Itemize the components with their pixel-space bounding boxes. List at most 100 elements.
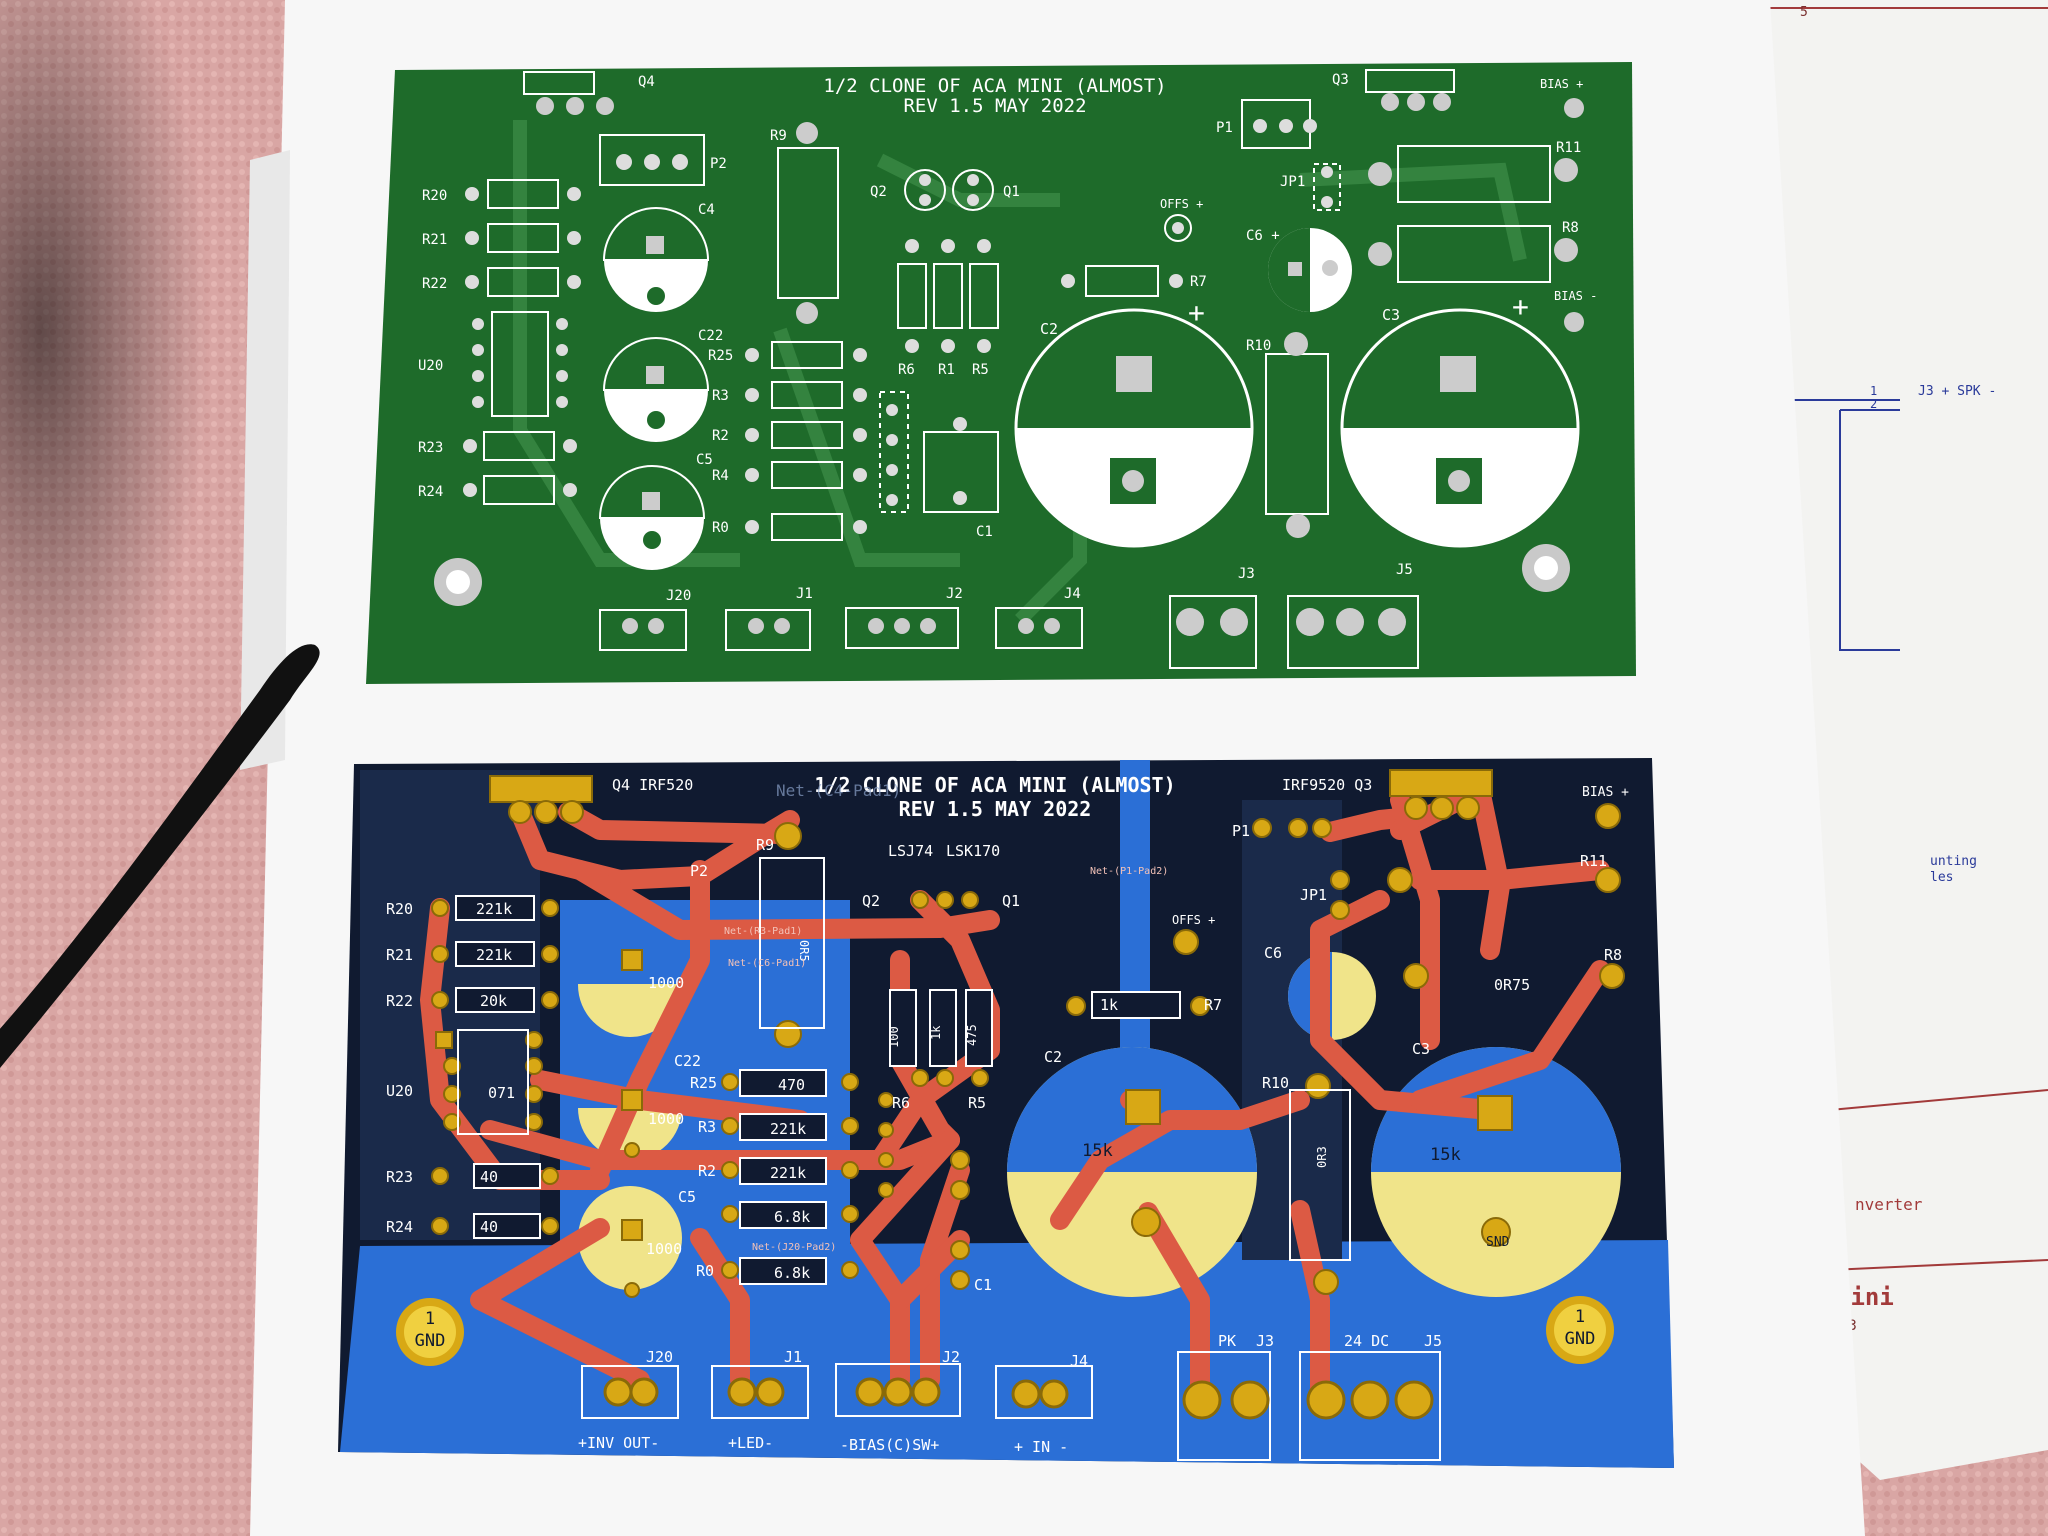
jp1-label: JP1 — [1300, 886, 1327, 904]
c22-label: C22 — [674, 1052, 701, 1070]
c5-label: C5 — [696, 452, 713, 468]
c3-value: 15k — [1430, 1145, 1461, 1165]
u20-label: U20 — [418, 358, 443, 374]
bottom-board-revision: REV 1.5 MAY 2022 — [899, 797, 1092, 821]
r1-label: R1 — [938, 362, 955, 378]
jp1-label: JP1 — [1280, 174, 1305, 190]
j5-label: J5 — [1396, 562, 1413, 578]
r10-label: R10 — [1262, 1074, 1289, 1092]
p2-label: P2 — [710, 156, 727, 172]
j1-label: J1 — [796, 586, 813, 602]
c6-label: C6 — [1264, 944, 1282, 962]
q1-part-label: LSK170 — [946, 842, 1000, 860]
q2-label: Q2 — [862, 892, 880, 910]
r3-label: R3 — [712, 388, 729, 404]
r23-value: 40 — [480, 1168, 498, 1186]
dc-label: 24 DC — [1344, 1332, 1389, 1350]
pin-2-label: 2 — [1870, 397, 1877, 411]
r20-label: R20 — [422, 188, 447, 204]
j20-label: J20 — [666, 588, 691, 604]
c22-value: 1000 — [648, 1110, 684, 1128]
j2-label: J2 — [946, 586, 963, 602]
c5-label: C5 — [678, 1188, 696, 1206]
led-label: +LED- — [728, 1434, 773, 1452]
j3-label: J3 — [1238, 566, 1255, 582]
q2-part-label: LSJ74 — [888, 842, 933, 860]
pin-1-label: 1 — [1870, 384, 1877, 398]
q2-label: Q2 — [870, 184, 887, 200]
j4-label: J4 — [1070, 1352, 1088, 1370]
r6-value: 100 — [887, 1026, 901, 1048]
c3-label: C3 — [1382, 306, 1400, 324]
inv-out-label: +INV OUT- — [578, 1434, 659, 1452]
svg-text:+: + — [1512, 290, 1529, 323]
r9-label: R9 — [770, 128, 787, 144]
p1-label: P1 — [1232, 822, 1250, 840]
c2-value: 15k — [1082, 1141, 1113, 1161]
r2-label: R2 — [712, 428, 729, 444]
ghost-net-label: Net-(C4-Pad1) — [776, 781, 901, 800]
stylus-cable — [0, 644, 320, 1068]
r22-label: R22 — [422, 276, 447, 292]
u20-value: 071 — [488, 1084, 515, 1102]
sheet-index-number: 5 — [1800, 5, 1808, 20]
bias-plus-label: BIAS + — [1582, 785, 1629, 800]
r7-label: R7 — [1204, 996, 1222, 1014]
gnd-left-number: 1 — [425, 1309, 435, 1329]
net-label: Net-(J20-Pad2) — [752, 1242, 836, 1253]
r0-label: R0 — [696, 1262, 714, 1280]
r1-value: 1k — [929, 1025, 943, 1040]
c4-label: C4 — [698, 202, 715, 218]
spk-label: PK — [1218, 1332, 1236, 1350]
svg-text:+: + — [1188, 296, 1205, 329]
r22-label: R22 — [386, 992, 413, 1010]
r21-value: 221k — [476, 946, 512, 964]
sheet-text-fragment: unting — [1930, 854, 1977, 869]
r6-label: R6 — [898, 362, 915, 378]
gnd-left-label: GND — [415, 1331, 446, 1351]
snd-label: SND — [1486, 1235, 1510, 1250]
top-board-revision: REV 1.5 MAY 2022 — [903, 95, 1086, 117]
c6-label: C6 + — [1246, 228, 1280, 244]
j5-label: J5 — [1424, 1332, 1442, 1350]
r4-value: 6.8k — [774, 1208, 810, 1226]
r25-label: R25 — [708, 348, 733, 364]
j3-label: J3 — [1256, 1332, 1274, 1350]
r10-value: 0R3 — [1315, 1146, 1329, 1168]
r2-label: R2 — [698, 1162, 716, 1180]
q3-label: Q3 — [1332, 72, 1349, 88]
r5-label: R5 — [972, 362, 989, 378]
r7-label: R7 — [1190, 274, 1207, 290]
r5-label: R5 — [968, 1094, 986, 1112]
sheet-text-fragment: les — [1930, 870, 1953, 885]
r21-label: R21 — [386, 946, 413, 964]
r8-label: R8 — [1604, 946, 1622, 964]
c22-label: C22 — [698, 328, 723, 344]
r23-label: R23 — [418, 440, 443, 456]
r5-value: 475 — [965, 1024, 979, 1046]
r8-value: 0R75 — [1494, 976, 1530, 994]
gnd-right-label: GND — [1565, 1329, 1596, 1349]
r24-label: R24 — [418, 484, 443, 500]
j4-label: J4 — [1064, 586, 1081, 602]
q4-label: Q4 — [638, 74, 655, 90]
offs-label: OFFS + — [1160, 197, 1203, 211]
top-pcb-render: 1/2 CLONE OF ACA MINI (ALMOST) REV 1.5 M… — [366, 62, 1636, 684]
r11-label: R11 — [1580, 852, 1607, 870]
c1-label: C1 — [974, 1276, 992, 1294]
c1-label: C1 — [976, 524, 993, 540]
r9-label: R9 — [756, 836, 774, 854]
r7-value: 1k — [1100, 996, 1118, 1014]
r22-value: 20k — [480, 992, 507, 1010]
p2-label: P2 — [690, 862, 708, 880]
net-label: Net-(R3-Pad1) — [724, 926, 802, 937]
r0-value: 6.8k — [774, 1264, 810, 1282]
j2-label: J2 — [942, 1348, 960, 1366]
bottom-board-title: 1/2 CLONE OF ACA MINI (ALMOST) — [814, 773, 1175, 797]
j20-label: J20 — [646, 1348, 673, 1366]
r9-value: 0R5 — [797, 940, 811, 962]
c2-label: C2 — [1044, 1048, 1062, 1066]
bottom-pcb-layout: 1/2 CLONE OF ACA MINI (ALMOST) REV 1.5 M… — [338, 758, 1674, 1468]
sheet-text-fragment: nverter — [1855, 1195, 1923, 1214]
